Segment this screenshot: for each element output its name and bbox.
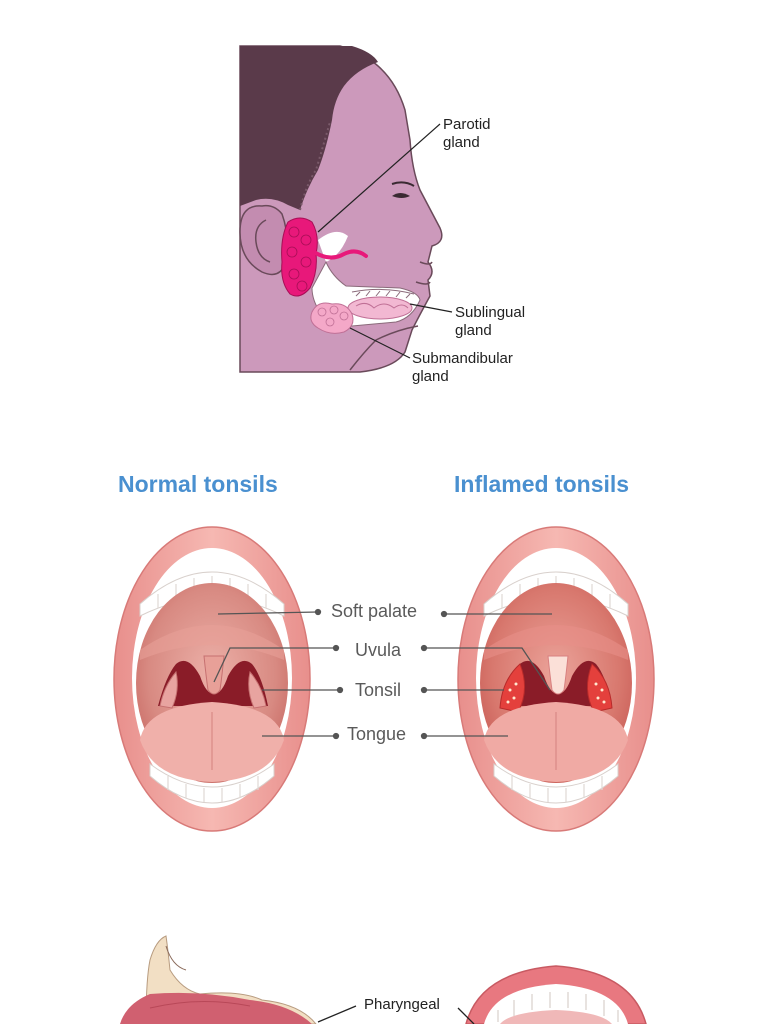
sublingual-label: Sublingual gland <box>455 304 526 339</box>
uvula-label: Uvula <box>355 640 402 660</box>
soft-palate-label: Soft palate <box>331 601 418 621</box>
hair <box>240 46 378 210</box>
normal-mouth <box>113 526 311 832</box>
inflamed-tonsils-title: Inflamed tonsils <box>454 471 630 497</box>
parotid-gland <box>281 217 318 297</box>
submandibular-leader <box>349 327 411 359</box>
inflamed-tonsil-right <box>587 663 613 713</box>
normal-tonsil-left <box>159 670 178 709</box>
pharyngeal-diagram <box>120 935 647 1024</box>
parotid-duct <box>312 249 368 260</box>
normal-uvula <box>203 655 225 695</box>
submandibular-label: Submandibular gland <box>412 350 513 385</box>
normal-tonsil-right <box>248 670 267 709</box>
inflamed-throat <box>502 660 612 706</box>
sublingual-leader <box>409 303 453 313</box>
sublingual-gland <box>347 296 413 320</box>
parotid-leader <box>317 123 441 233</box>
ear <box>239 204 289 276</box>
pharyngeal-label: Pharyngeal <box>364 996 440 1013</box>
inflamed-uvula <box>547 655 569 695</box>
salivary-gland-diagram <box>239 45 453 373</box>
tonsil-label: Tonsil <box>355 680 402 700</box>
tonsil-leaders <box>213 608 552 740</box>
inflamed-tonsil-left <box>499 663 525 713</box>
normal-tonsils-title: Normal tonsils <box>118 471 278 497</box>
inflamed-mouth <box>457 526 655 832</box>
tongue-label: Tongue <box>347 724 407 744</box>
parotid-label: Parotid gland <box>443 116 491 151</box>
normal-throat <box>158 660 268 706</box>
cutaway <box>318 231 348 262</box>
